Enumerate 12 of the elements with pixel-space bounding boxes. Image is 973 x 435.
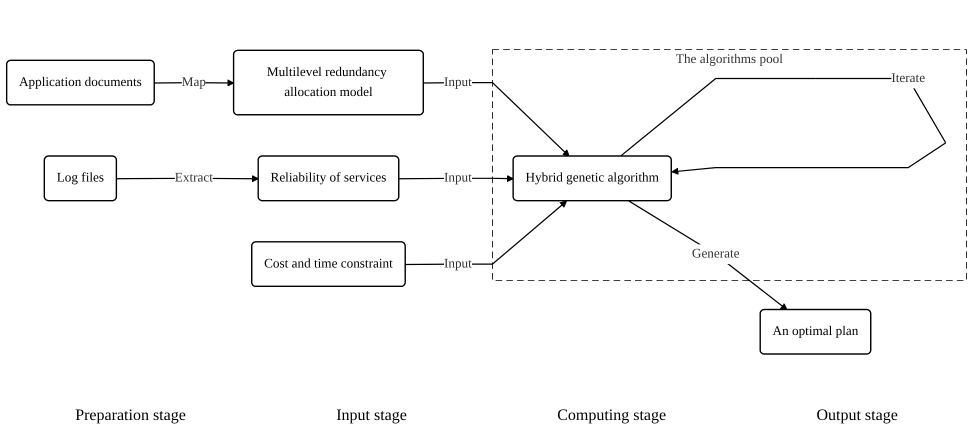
edge-label: Input xyxy=(444,170,472,185)
arrow xyxy=(628,200,788,310)
edge-label: Input xyxy=(444,74,472,89)
edge-label: Map xyxy=(182,74,206,89)
stage-label: Output stage xyxy=(816,407,898,425)
edge-label: Iterate xyxy=(891,70,926,85)
stage-label: Computing stage xyxy=(557,407,666,425)
edge-label: Extract xyxy=(174,170,213,185)
stage-label: Preparation stage xyxy=(75,407,186,425)
edge-label: Generate xyxy=(692,246,740,260)
stage-label: Input stage xyxy=(336,407,407,425)
edge-label: Input xyxy=(444,256,472,270)
